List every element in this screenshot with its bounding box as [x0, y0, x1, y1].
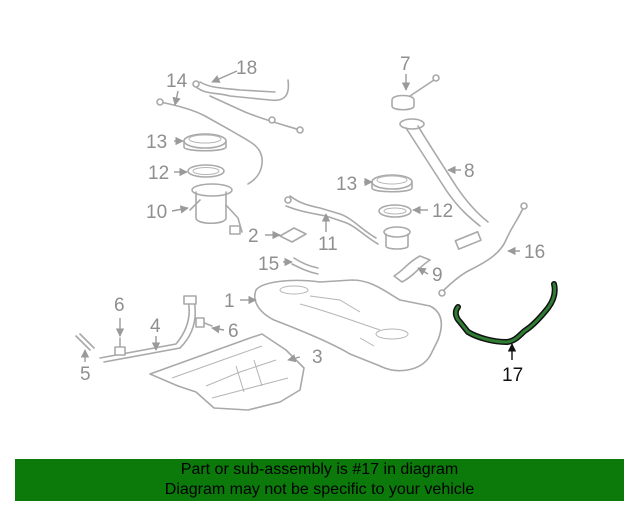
callout-10: 10 [146, 202, 167, 223]
part-5-pin [75, 333, 95, 351]
callout-8: 8 [464, 161, 475, 182]
info-banner: Part or sub-assembly is #17 in diagram D… [15, 459, 624, 501]
callout-labels: 18 14 7 13 12 10 8 13 12 2 11 16 15 9 1 … [80, 54, 545, 386]
banner-line-1: Part or sub-assembly is #17 in diagram [180, 461, 459, 478]
part-13-lock-ring [183, 133, 227, 152]
callout-7: 7 [400, 54, 411, 75]
callout-13-b: 13 [336, 174, 357, 195]
leader-lines [80, 70, 520, 363]
callout-3: 3 [312, 347, 323, 368]
part-16-vent-tube [438, 202, 528, 297]
banner-line-2: Diagram may not be specific to your vehi… [164, 481, 475, 498]
callout-6-b: 6 [228, 321, 239, 342]
part-11-tube [284, 195, 379, 245]
part-18-vapor-tubes [192, 79, 304, 134]
callout-4: 4 [150, 316, 161, 337]
callout-12-a: 12 [148, 163, 169, 184]
callout-12-b: 12 [432, 201, 453, 222]
callout-11: 11 [318, 234, 338, 255]
callout-16: 16 [524, 242, 545, 263]
callout-14: 14 [166, 71, 188, 92]
callout-2: 2 [248, 226, 259, 247]
part-12-seal [187, 164, 225, 178]
part-3-shield [149, 333, 305, 411]
callout-6-a: 6 [114, 295, 125, 316]
part-9-hose [393, 255, 431, 283]
part-4-strap [99, 295, 197, 363]
part-2-gasket [279, 227, 307, 243]
callout-9: 9 [432, 265, 443, 286]
part-1-fuel-tank [254, 279, 443, 372]
part-6-bolt-b [195, 317, 213, 328]
callout-13-a: 13 [146, 132, 167, 153]
callout-17[interactable]: 17 [502, 365, 523, 386]
part-14-tube [156, 98, 263, 185]
sender-unit [383, 226, 411, 250]
part-12-seal-b [378, 204, 412, 218]
part-17-tube-highlighted[interactable] [452, 281, 558, 345]
callout-5: 5 [80, 364, 91, 385]
part-15-clip [291, 257, 319, 275]
callout-1: 1 [224, 291, 235, 312]
part-13-lock-ring-b [371, 174, 413, 193]
callout-18: 18 [236, 58, 257, 79]
part-10-fuel-pump [189, 183, 243, 235]
callout-15: 15 [258, 254, 279, 275]
part-7-filler-cap [391, 74, 440, 111]
part-8-filler-pipe [399, 118, 489, 250]
part-6-bolt-a [114, 337, 126, 356]
